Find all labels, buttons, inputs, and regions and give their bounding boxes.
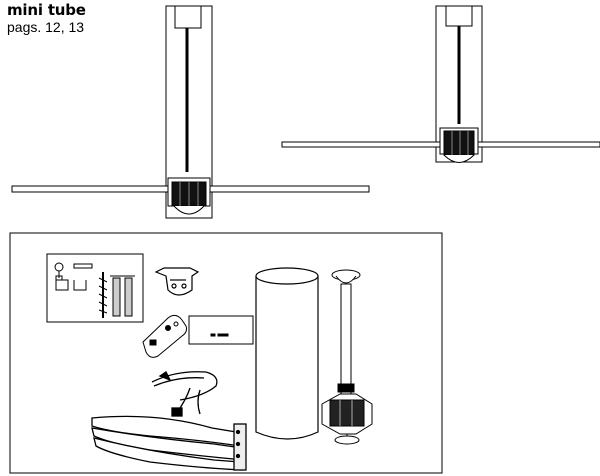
page-reference: pags. 12, 13 xyxy=(7,19,85,35)
ceiling-fan-short-downrod-diagram xyxy=(281,5,600,163)
screw-and-anchor-kit-icon xyxy=(46,253,144,323)
fan-blade-set-icon xyxy=(91,415,247,471)
model-title: mini tube xyxy=(7,1,86,19)
mounting-bracket-icon xyxy=(154,267,200,296)
ceiling-fan-with-tube-diagram xyxy=(11,5,370,219)
parts-box xyxy=(9,232,443,474)
receiver-box-icon xyxy=(188,315,254,345)
downrod-motor-assembly-icon xyxy=(321,269,373,445)
wiring-harness-icon xyxy=(151,371,218,417)
remote-control-icon xyxy=(142,314,187,358)
cover-tube-icon xyxy=(255,267,319,440)
